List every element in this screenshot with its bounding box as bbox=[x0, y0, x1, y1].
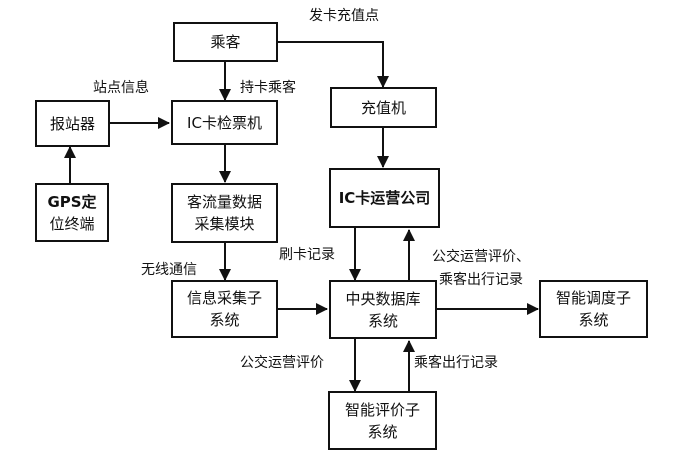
node-central-db-line1: 中央数据库 bbox=[345, 289, 421, 308]
node-smart-dispatch-line1: 智能调度子 bbox=[555, 289, 631, 307]
edge-passenger-to-recharge-machine bbox=[277, 41, 389, 88]
label-bus-eval-and-trips-line1: 公交运营评价、 bbox=[432, 249, 530, 265]
node-ic-ticket-checker-label: IC卡检票机 bbox=[187, 113, 262, 132]
node-smart-evaluation-subsystem: 智能评价子 系统 bbox=[328, 391, 437, 450]
node-gps-terminal-line2: 位终端 bbox=[49, 214, 95, 233]
node-smart-dispatch-line2: 系统 bbox=[578, 311, 609, 329]
node-ic-card-company: IC卡运营公司 bbox=[329, 168, 440, 228]
node-recharge-machine: 充值机 bbox=[330, 87, 437, 128]
node-station-announcer-label: 报站器 bbox=[49, 114, 95, 133]
node-info-collection-line1: 信息采集子 bbox=[186, 289, 262, 307]
label-passenger-trip-record: 乘客出行记录 bbox=[414, 355, 498, 371]
node-ic-card-company-label: IC卡运营公司 bbox=[338, 189, 431, 207]
label-card-issue-point: 发卡充值点 bbox=[309, 8, 379, 24]
label-wireless-comm: 无线通信 bbox=[141, 262, 197, 278]
node-passenger-flow-module-line2: 采集模块 bbox=[194, 215, 255, 233]
label-bus-eval-and-trips-line2: 乘客出行记录 bbox=[439, 272, 523, 288]
node-central-database: 中央数据库 系统 bbox=[329, 280, 437, 339]
node-info-collection-line2: 系统 bbox=[209, 311, 240, 329]
node-gps-terminal: GPS定 位终端 bbox=[35, 183, 109, 242]
node-recharge-machine-label: 充值机 bbox=[360, 98, 406, 117]
node-smart-dispatch-subsystem: 智能调度子 系统 bbox=[539, 280, 648, 338]
node-passenger-label: 乘客 bbox=[210, 33, 241, 51]
node-central-db-line2: 系统 bbox=[367, 311, 398, 330]
node-passenger-flow-module: 客流量数据 采集模块 bbox=[171, 183, 278, 243]
node-info-collection-subsystem: 信息采集子 系统 bbox=[171, 280, 278, 338]
node-smart-evaluation-line2: 系统 bbox=[367, 422, 398, 441]
node-passenger: 乘客 bbox=[173, 22, 278, 62]
node-gps-terminal-line1: GPS定 bbox=[47, 192, 97, 211]
node-smart-evaluation-line1: 智能评价子 bbox=[344, 400, 420, 419]
label-card-swipe-record: 刷卡记录 bbox=[279, 247, 335, 263]
node-station-announcer: 报站器 bbox=[35, 100, 110, 147]
label-card-holding-passenger: 持卡乘客 bbox=[240, 80, 296, 96]
node-passenger-flow-module-line1: 客流量数据 bbox=[186, 193, 262, 211]
node-ic-ticket-checker: IC卡检票机 bbox=[171, 100, 278, 145]
label-station-info: 站点信息 bbox=[93, 80, 149, 96]
label-bus-operation-eval: 公交运营评价 bbox=[240, 355, 324, 371]
